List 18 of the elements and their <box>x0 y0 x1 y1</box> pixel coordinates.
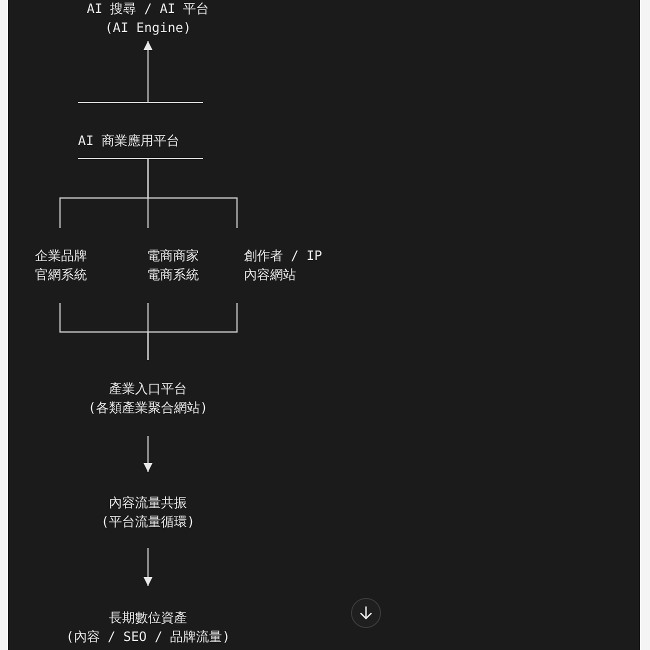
connector-line <box>147 303 238 360</box>
node-label: 產業入口平台 <box>108 381 188 399</box>
node-sublabel: (平台流量循環) <box>100 514 196 532</box>
connector-line <box>147 159 238 228</box>
arrow <box>144 41 152 102</box>
node-label: 電商商家電商系統 <box>147 248 200 285</box>
node-label: 企業品牌官網系統 <box>35 248 88 285</box>
node-sublabel: (AI Engine) <box>104 20 192 38</box>
node-label: AI 商業應用平台 <box>78 133 180 151</box>
arrow <box>144 548 152 586</box>
arrow <box>144 436 152 472</box>
node-label: 內容流量共振 <box>108 495 188 513</box>
node-sublabel: (各類產業聚合網站) <box>87 400 209 418</box>
platform-box <box>78 102 203 159</box>
node-label: 長期數位資產 <box>108 610 188 628</box>
node-label: AI 搜尋 / AI 平台 <box>86 1 210 19</box>
node-label: 創作者 / IP 內容網站 <box>244 248 324 285</box>
node-sublabel: (內容 / SEO / 品牌流量) <box>64 629 232 647</box>
